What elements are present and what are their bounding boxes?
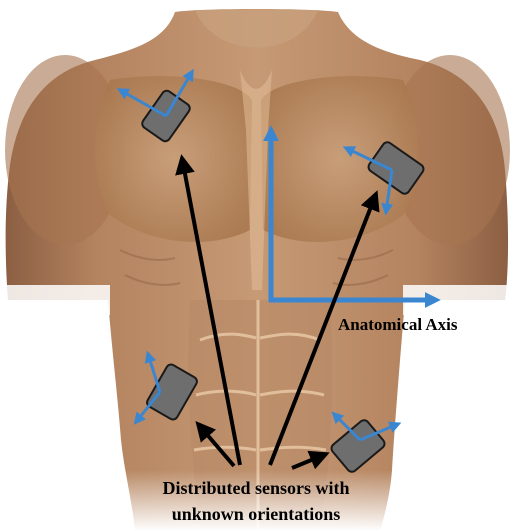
torso-illustration xyxy=(0,9,513,531)
sensors-label-line1: Distributed sensors with xyxy=(162,478,349,498)
anatomical-axis-label: Anatomical Axis xyxy=(338,315,458,334)
sensors-label-line2: unknown orientations xyxy=(172,504,341,524)
left-arm-fade xyxy=(0,285,110,315)
